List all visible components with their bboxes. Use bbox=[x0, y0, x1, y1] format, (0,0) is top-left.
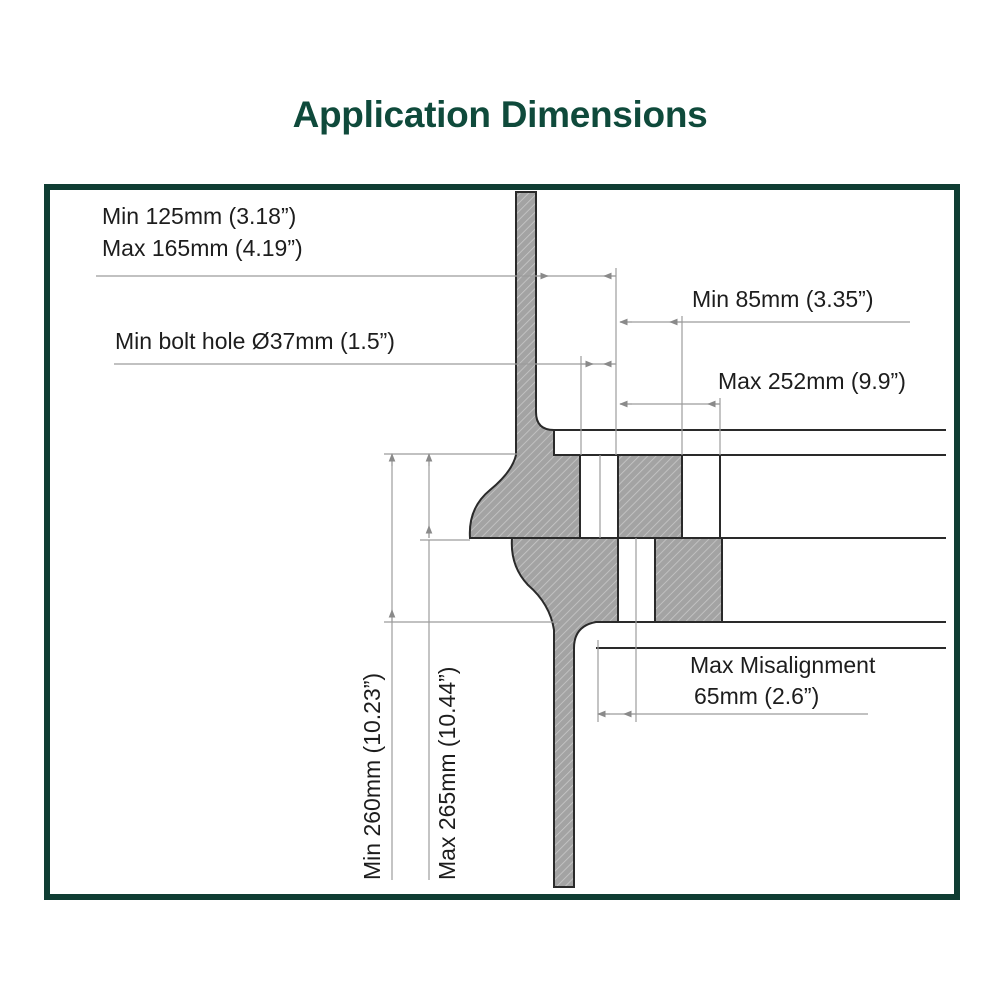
bolt-hole-label: Min bolt hole Ø37mm (1.5”) bbox=[115, 328, 395, 354]
max-252-label: Max 252mm (9.9”) bbox=[718, 368, 906, 394]
max-265-label: Max 265mm (10.44”) bbox=[434, 666, 460, 880]
upper-bolt-boss bbox=[617, 454, 683, 539]
dimension-lines bbox=[96, 268, 910, 880]
lower-flange-section bbox=[510, 537, 619, 888]
plate-outlines bbox=[470, 429, 946, 649]
upper-wall-section bbox=[468, 191, 581, 539]
misalignment-label-line1: Max Misalignment bbox=[690, 652, 876, 678]
pcd-max-label: Max 165mm (4.19”) bbox=[102, 235, 303, 261]
pcd-min-label: Min 125mm (3.18”) bbox=[102, 203, 297, 229]
min-85-label: Min 85mm (3.35”) bbox=[692, 286, 874, 312]
misalignment-label-line2: 65mm (2.6”) bbox=[694, 683, 820, 709]
diagram-frame bbox=[44, 184, 960, 900]
page-title: Application Dimensions bbox=[292, 94, 708, 135]
min-260-label: Min 260mm (10.23”) bbox=[359, 672, 385, 880]
lower-bolt-boss bbox=[654, 537, 723, 623]
